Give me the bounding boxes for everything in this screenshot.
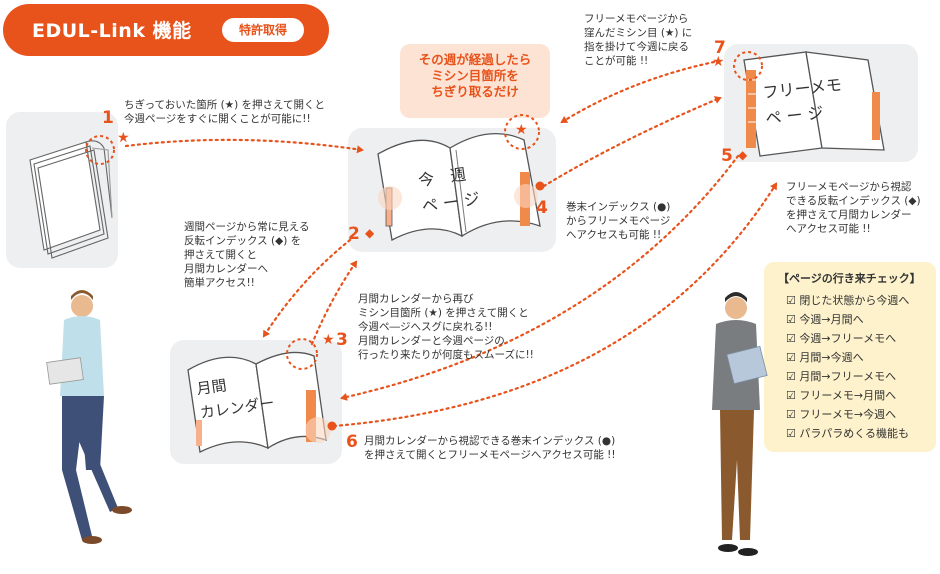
step6-number: 6 [346,432,358,452]
step3-description: 月間カレンダーから再び ミシン目箇所 (★) を押さえて開くと 今週ペ―ジへスグ… [358,292,534,362]
checklist-item-label: パラパラめくる機能も [799,427,910,440]
step3-line: ミシン目箇所 (★) を押さえて開くと [358,307,529,319]
step5-number: 5 [721,146,733,166]
step5-line: へアクセス可能 !! [786,223,871,235]
monthly-tear-ring [286,338,318,370]
checklist-item: ☑ フリーメモ→月間へ [786,387,896,403]
checklist-item-label: 今週→月間へ [799,313,864,326]
step6-description: 月間カレンダーから視認できる巻末インデックス (●) を押さえて開くとフリーメモ… [364,434,616,462]
weekly-end-index-highlight [514,184,538,208]
checklist-panel [764,262,936,452]
step7-line: 指を掛けて今週に戻る [584,41,689,53]
man-with-folder-illustration [712,292,768,556]
checklist-item-label: 月間→今週へ [799,351,864,364]
tear-off-callout-text: その週が経過したら ミシン目箇所を ちぎり取るだけ [418,52,532,99]
free-memo-book-label: フリーメモ ペ ー ジ [761,74,843,129]
step4-circle-marker [535,181,545,191]
step5-diamond-mark: ◆ [738,148,748,162]
step4-line: からフリーメモページ [566,215,671,227]
checklist-item-label: フリーメモ→月間へ [799,389,897,402]
checkbox-icon: ☑ [786,427,796,440]
free-memo-book-illustration [743,51,885,157]
checklist-item: ☑ パラパラめくる機能も [786,425,909,441]
step5-line: フリーメモページから視認 [786,181,912,193]
checklist-item-label: フリーメモ→今週へ [799,408,897,421]
step7-line: ことが可能 !! [584,55,649,67]
checkbox-icon: ☑ [786,370,796,383]
arrow-closed-to-weekly [124,138,364,154]
step2-description: 週間ページから常に見える 反転インデックス (◆) を 押さえて開くと 月間カレ… [184,220,309,290]
step5-line: できる反転インデックス (◆) [786,195,921,207]
weekly-tear-ring [504,114,540,150]
tear-off-callout [400,44,550,118]
arrow-weekly-to-monthly [262,238,352,338]
step2-diamond-mark: ◆ [365,226,375,240]
weekly-index-highlight [378,186,402,210]
step2-line: 月間カレンダーへ [184,263,268,275]
step3-star-mark: ★ [322,332,335,348]
step4-line: へアクセスも可能 !! [566,229,662,241]
step7-description: フリーメモページから 窪んだミシン目 (★) に 指を掛けて今週に戻る ことが可… [584,12,692,68]
step7-line: フリーメモページから [584,13,689,25]
step1-line: ちぎっておいた箇所 (★) を押さえて開くと [124,99,325,111]
weekly-star-mark: ★ [515,122,528,138]
step1-description: ちぎっておいた箇所 (★) を押さえて開くと 今週ページをすぐに開くことが可能に… [124,98,325,126]
step3-line: 月間カレンダーから再び [358,293,474,305]
arrow-freememo-to-monthly [340,154,740,401]
step1-star-mark: ★ [117,130,130,146]
step6-circle-marker [327,421,337,431]
monthly-book-illustration [187,351,327,453]
weekly-book-label: 今 週 ペ ー ジ [417,164,481,216]
header-title: EDUL-Link 機能 [32,20,192,42]
step7-number: 7 [714,38,726,58]
step3-line: 行ったり来たりが何度もスムーズに!! [358,349,534,361]
checklist-item: ☑ 今週→フリーメモへ [786,330,896,346]
arrow-monthly-to-weekly [310,260,358,346]
step4-line: 巻末インデックス (●) [566,201,671,213]
checklist-item-label: 月間→フリーメモへ [799,370,897,383]
step2-line: 反転インデックス (◆) を [184,235,302,247]
step7-star-mark: ★ [712,54,725,70]
arrow-weekly-to-freememo [542,96,722,188]
checkbox-icon: ☑ [786,294,796,307]
checklist-item: ☑ 今週→月間へ [786,311,864,327]
checklist-item-label: 閉じた状態から今週へ [799,294,910,307]
step3-number: 3 [336,330,348,350]
arrow-monthly-to-freememo [332,182,778,428]
free-memo-tear-ring [733,51,763,81]
step1-line: 今週ページをすぐに開くことが可能に!! [124,113,311,125]
step3-line: 今週ペ―ジへスグに戻れる!! [358,321,493,333]
step2-line: 簡単アクセス!! [184,277,255,289]
step6-line: を押さえて開くとフリーメモページへアクセス可能 !! [364,449,616,461]
step2-line: 押さえて開くと [184,249,257,261]
patent-badge: 特許取得 [222,18,304,42]
step2-line: 週間ページから常に見える [184,221,310,233]
closed-book-illustration [29,140,113,259]
man-with-tablet-illustration [46,290,132,544]
arrow-freememo-to-weekly [560,60,716,124]
checkbox-icon: ☑ [786,408,796,421]
step6-line: 月間カレンダーから視認できる巻末インデックス (●) [364,435,616,447]
checklist-item: ☑ 閉じた状態から今週へ [786,292,909,308]
step4-description: 巻末インデックス (●) からフリーメモページ へアクセスも可能 !! [566,200,670,242]
step5-description: フリーメモページから視認 できる反転インデックス (◆) を押さえて月間カレンダ… [786,180,921,236]
step5-line: を押さえて月間カレンダー [786,209,912,221]
step4-number: 4 [536,198,548,218]
checklist-title: 【ページの行き来チェック】 [778,272,921,285]
checkbox-icon: ☑ [786,351,796,364]
checklist-item: ☑ フリーメモ→今週へ [786,406,896,422]
step1-highlight-ring [85,135,115,165]
monthly-end-index-highlight [305,417,331,443]
checkbox-icon: ☑ [786,332,796,345]
checklist-item-label: 今週→フリーメモへ [799,332,897,345]
step3-line: 月間カレンダーと今週ページの [358,335,505,347]
step1-number: 1 [102,108,114,128]
step2-number: 2 [348,224,360,244]
checkbox-icon: ☑ [786,389,796,402]
checklist-item: ☑ 月間→今週へ [786,349,864,365]
checkbox-icon: ☑ [786,313,796,326]
step7-line: 窪んだミシン目 (★) に [584,27,693,39]
checklist-item: ☑ 月間→フリーメモへ [786,368,896,384]
